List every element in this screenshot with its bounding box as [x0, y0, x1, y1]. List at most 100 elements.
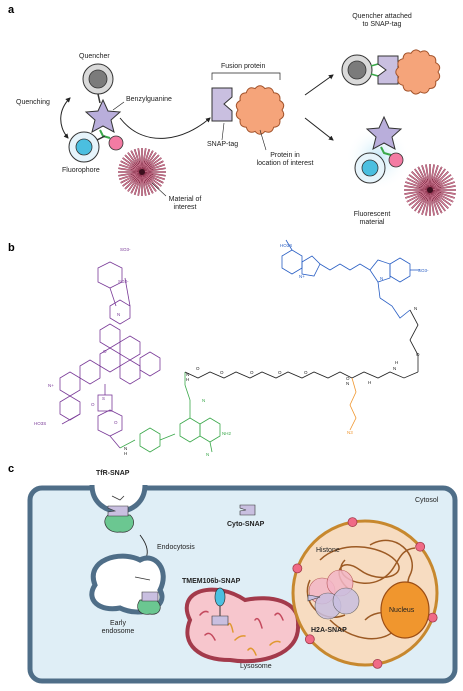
chem-group-label: O	[250, 370, 254, 375]
material-of-interest-icon	[118, 148, 166, 196]
quencher-attached-icon	[341, 54, 373, 86]
urchin-spike-highlight	[141, 167, 166, 173]
nuclear-pore	[292, 563, 303, 574]
cyto-snap-icon	[239, 504, 256, 516]
lysosome-label: Lysosome	[240, 663, 272, 670]
chem-group-label: N	[186, 372, 190, 377]
tfr-snap-label: TfR-SNAP	[96, 470, 130, 477]
early-endosome-label: Early endosome	[101, 620, 135, 635]
nucleus-label: Nucleus	[389, 607, 415, 614]
chem-group-label: O	[196, 366, 200, 371]
chem-group-label: O	[114, 420, 118, 425]
protein-location-label: Protein in location of interest	[256, 152, 314, 167]
quencher-attached-label: Quencher attached to SNAP-tag	[352, 13, 412, 28]
chem-group-label: N	[380, 276, 384, 281]
fusion-protein-label: Fusion protein	[221, 63, 266, 70]
lysosome-contents	[199, 610, 284, 656]
panel-c-letter: c	[8, 463, 15, 475]
tmem106b-snap-icon	[211, 587, 229, 626]
chem-group-label: HO3S	[34, 421, 47, 426]
quencher-icon	[82, 63, 114, 95]
endosome-ligand	[134, 576, 151, 581]
lysosome-fragment	[254, 617, 263, 629]
snap-tag-icon	[211, 87, 233, 122]
endocytosis-label: Endocytosis	[157, 544, 195, 551]
urchin-core	[139, 169, 145, 175]
endosome-snap-icon	[137, 591, 161, 615]
fluorophore-label: Fluorophore	[62, 167, 100, 174]
chem-group-label: N	[414, 306, 418, 311]
protein-icon	[235, 85, 285, 135]
nuclear-pores	[292, 517, 438, 669]
urchin-spike-highlight	[429, 185, 456, 191]
chem-group-label: O	[346, 376, 350, 381]
fluorophore-linker	[96, 135, 106, 141]
peg-chain	[184, 371, 419, 379]
chem-group-label: N	[393, 366, 397, 371]
chem-group-label: O	[278, 370, 282, 375]
nuclear-pore	[427, 612, 438, 623]
pink-attachment-icon	[108, 135, 124, 151]
cyto-snap-label: Cyto-SNAP	[227, 521, 265, 528]
cytosol-label: Cytosol	[415, 497, 439, 504]
chem-group-label: N	[124, 446, 128, 451]
chem-group-label: N	[346, 381, 350, 386]
tfr-snap-icon	[104, 495, 134, 533]
fluorescent-material-icon	[404, 164, 456, 216]
chemical-structure	[59, 239, 420, 453]
chem-group-label: N+	[299, 274, 305, 279]
urchin-core	[427, 187, 433, 193]
green-linker	[99, 129, 111, 139]
chem-group-label: O	[91, 402, 95, 407]
nuclear-pore	[372, 659, 383, 669]
chem-group-label: SO3-	[418, 268, 429, 273]
azide-chain	[349, 377, 357, 431]
chem-group-label: SO3-	[120, 247, 131, 252]
benzylguanine-pointer	[112, 101, 125, 111]
histone-label: Histone	[316, 547, 340, 554]
snap-tag-pointer	[221, 122, 225, 141]
chromatin-strand	[306, 579, 346, 618]
pink-attachment-right-icon	[388, 152, 404, 168]
h2a-snap-label: H2A-SNAP	[311, 627, 347, 634]
fluorescent-material-label: Fluorescent material	[353, 211, 391, 226]
lysosome-fragment	[234, 635, 246, 641]
chem-group-label: N	[117, 312, 121, 317]
fusion-protein-bracket	[211, 72, 281, 80]
chem-group-label: H	[124, 451, 128, 456]
green-linker-structure	[119, 372, 221, 453]
quencher-label: Quencher	[79, 53, 110, 60]
protein-attached-icon	[395, 49, 441, 95]
chem-group-label: NH2	[222, 431, 232, 436]
material-pointer	[151, 182, 167, 197]
quenching-arrow	[60, 97, 71, 139]
chem-group-label: HO3S	[280, 243, 293, 248]
chem-group-label: S	[102, 396, 106, 401]
chem-group-label: N3	[347, 430, 353, 435]
protein-blob	[235, 85, 285, 135]
arrow-to-quenched	[304, 74, 334, 96]
snap-tag-attached-icon	[377, 55, 399, 85]
right-chain	[409, 309, 419, 356]
chem-group-label: O	[304, 370, 308, 375]
attached-linker	[370, 63, 379, 77]
purple-dye-structure	[59, 261, 161, 449]
panel-a-letter: a	[8, 4, 15, 16]
nucleolus-icon	[380, 581, 430, 639]
green-linker-right	[380, 146, 392, 156]
lysosome-fragment	[247, 647, 257, 656]
nuclear-pore	[347, 517, 358, 527]
nuclear-pore	[415, 541, 426, 552]
benzylguanine-star-icon	[84, 98, 122, 133]
chem-group-label: O	[103, 349, 107, 354]
chem-group-label: H	[186, 377, 190, 382]
chem-group-label: N+	[48, 383, 54, 388]
h2a-snap-tag-icon	[307, 594, 321, 602]
quenching-label: Quenching	[16, 99, 50, 106]
chem-group-label: H	[368, 380, 372, 385]
protein-pointer	[259, 129, 267, 151]
lysosome-fragment	[227, 622, 234, 633]
chem-group-label: N	[206, 452, 210, 457]
lysosome-fragment	[204, 632, 216, 641]
